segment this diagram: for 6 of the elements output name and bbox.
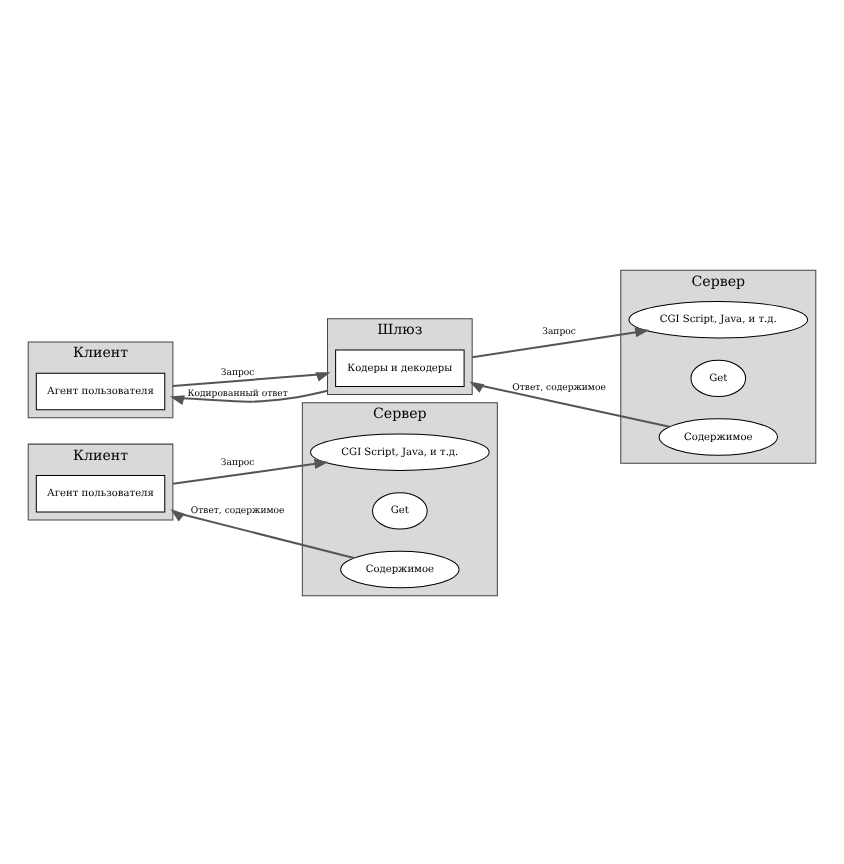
- arrow: [169, 388, 328, 404]
- arrow: [472, 326, 650, 358]
- arrow: [469, 380, 670, 427]
- arrow: [172, 458, 329, 484]
- arrow: [172, 371, 331, 386]
- arrow: [170, 508, 355, 559]
